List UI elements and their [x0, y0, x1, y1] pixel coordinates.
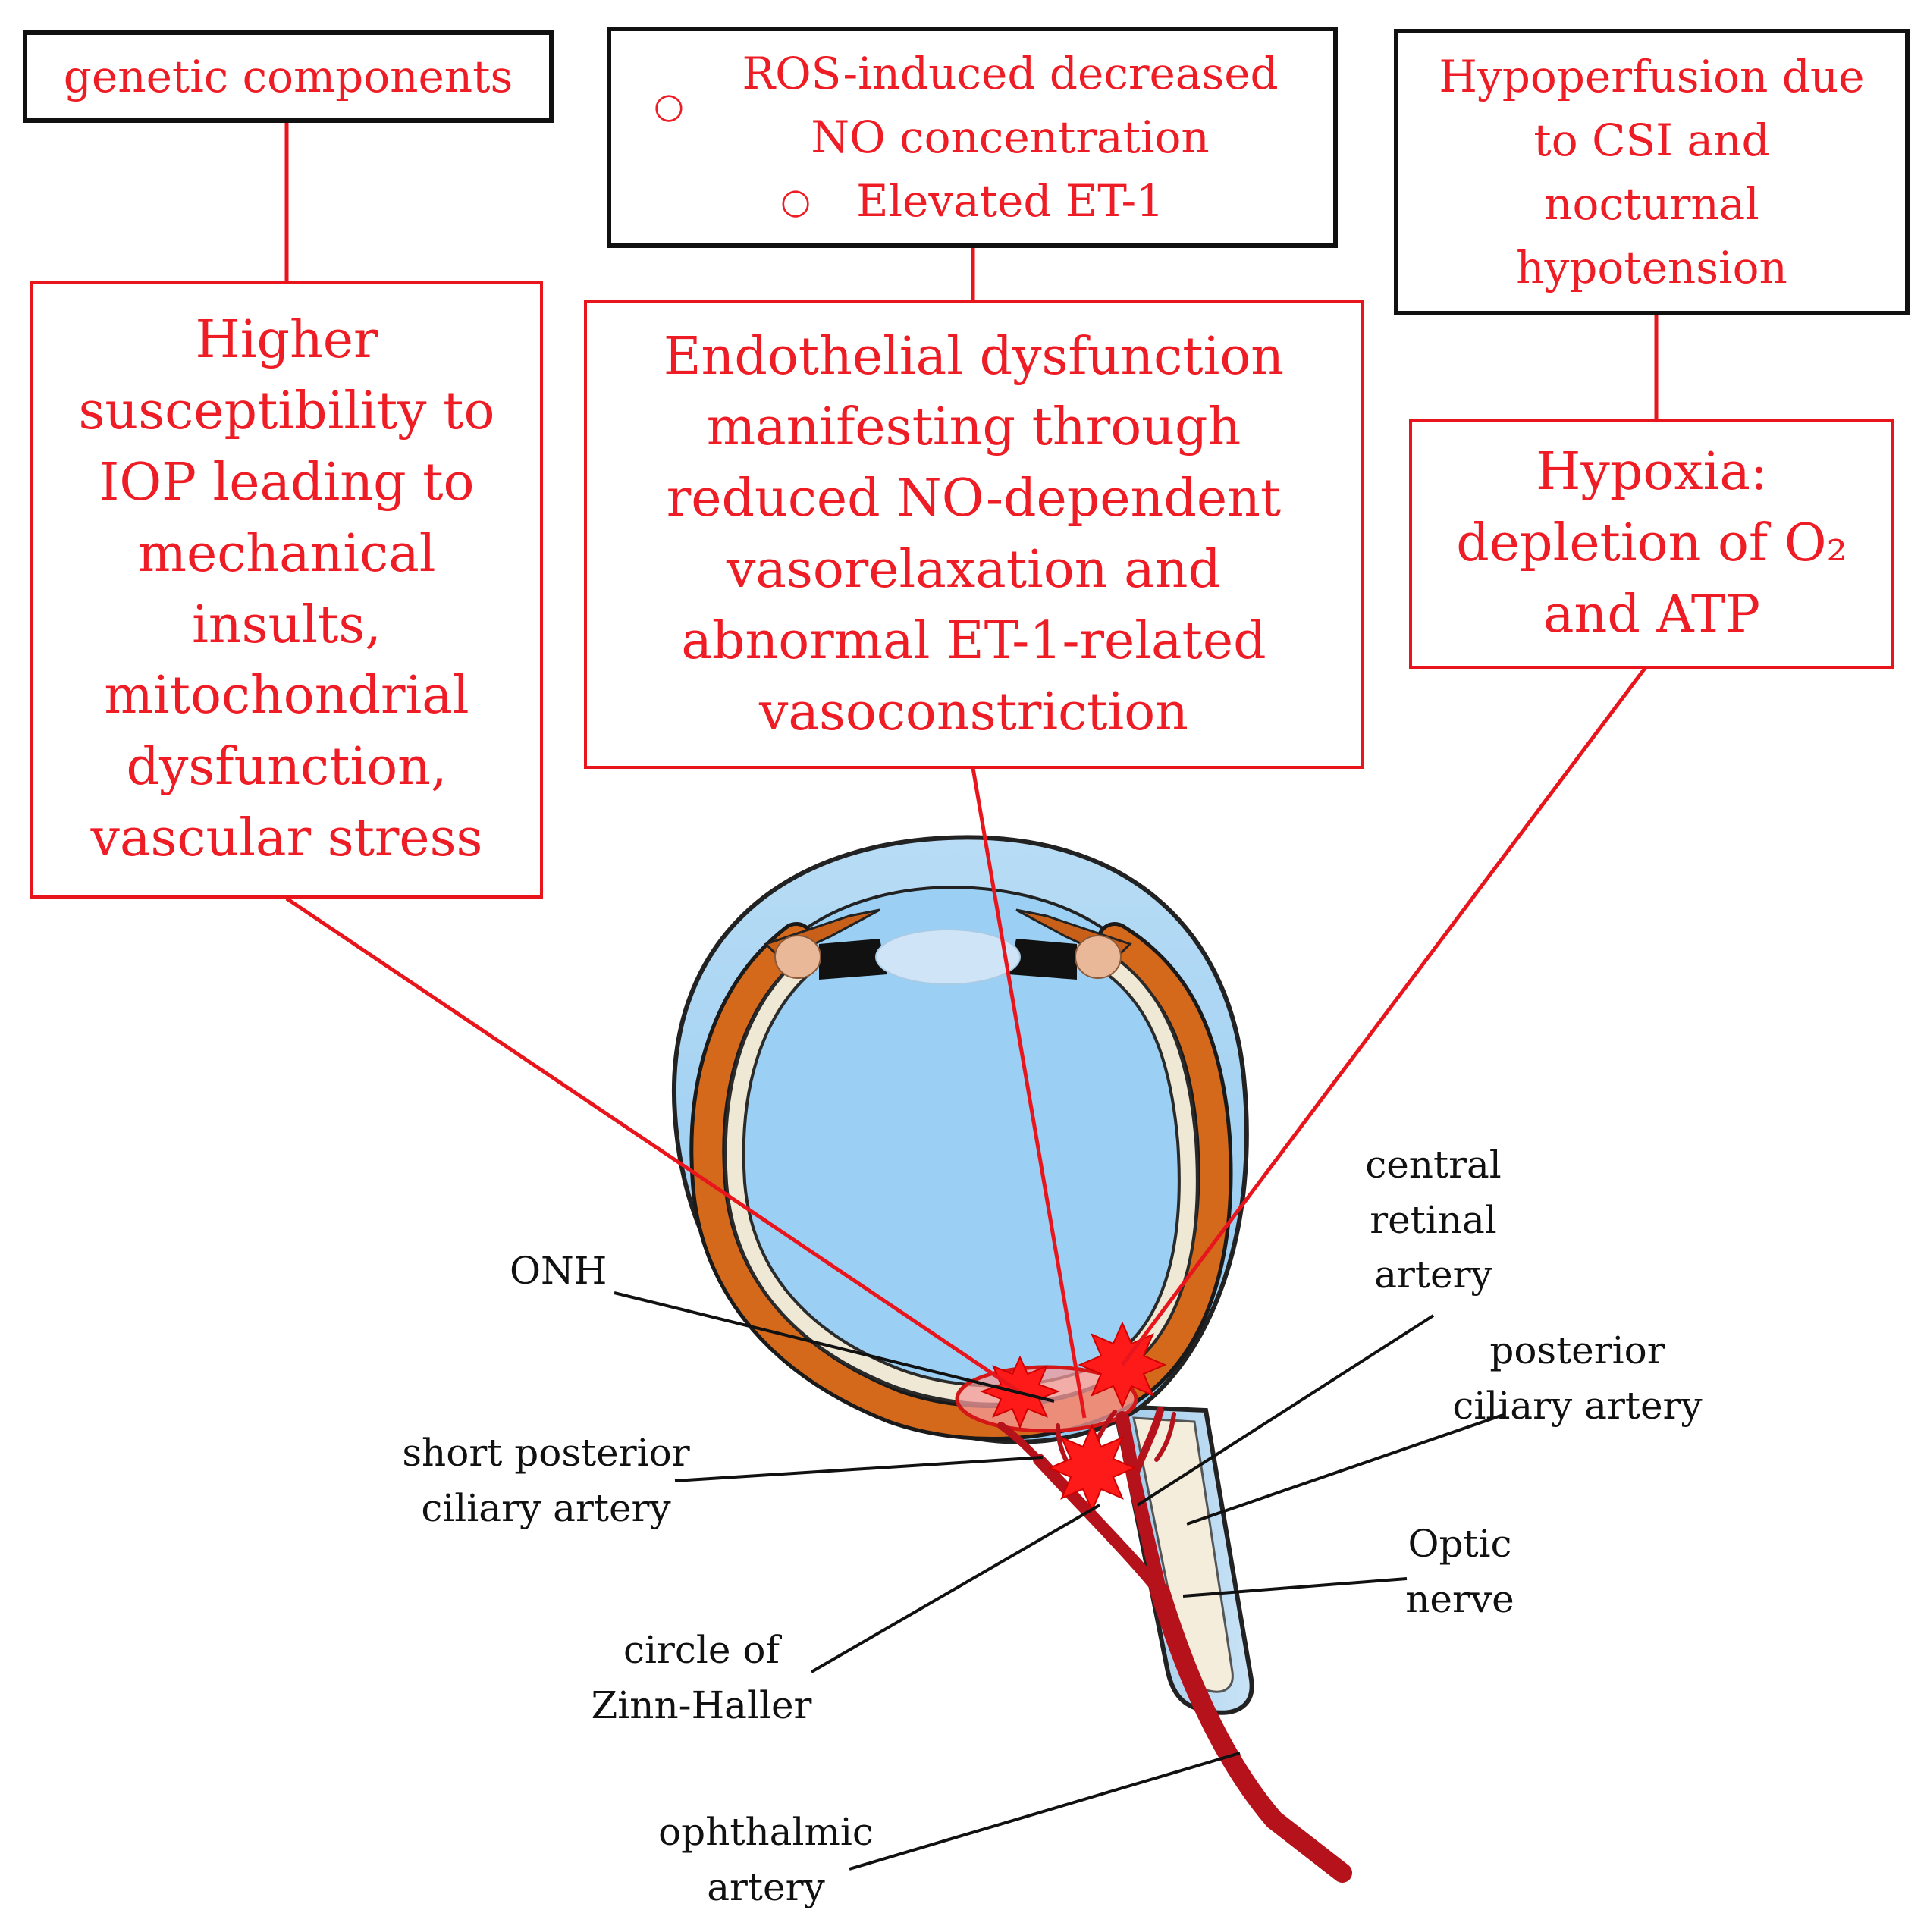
vascular-bullet-1: ○ ROS-induced decreased NO concentration: [654, 42, 1291, 169]
leader-short-posterior: [674, 1456, 1044, 1482]
effect-pointer-lines: [285, 666, 1647, 1419]
effect-endothelial-text: Endothelial dysfunction manifesting thro…: [663, 326, 1285, 742]
leader-onh: [614, 1291, 1055, 1403]
leader-zinn-haller: [810, 1504, 1101, 1673]
vascular-bullet-2: ○ Elevated ET-1: [780, 169, 1164, 233]
pointer-endothelial: [971, 767, 1087, 1419]
leader-optic-nerve: [1182, 1577, 1408, 1598]
leader-ophthalmic: [849, 1752, 1241, 1871]
leader-posterior-ciliary: [1186, 1413, 1506, 1526]
label-circle-of-zinn-haller: circle of Zinn-Haller: [591, 1628, 812, 1727]
cause-perfusion-text: Hypoperfusion due to CSI and nocturnal h…: [1439, 50, 1865, 294]
bullet-icon: ○: [780, 180, 811, 222]
effect-mechanical-text: Higher susceptibility to IOP leading to …: [78, 310, 495, 868]
label-ophthalmic-artery: ophthalmic artery: [658, 1810, 874, 1909]
effect-endothelial-box: Endothelial dysfunction manifesting thro…: [584, 300, 1364, 769]
leader-central-retinal: [1136, 1314, 1435, 1507]
posterior-ciliary-artery-vessel: [1033, 1454, 1166, 1598]
annotation-leaders: [614, 1291, 1506, 1871]
effect-hypoxia-box: Hypoxia: depletion of O₂ and ATP: [1409, 419, 1894, 669]
effect-hypoxia-text: Hypoxia: depletion of O₂ and ATP: [1456, 442, 1847, 645]
effect-mechanical-box: Higher susceptibility to IOP leading to …: [30, 281, 543, 899]
artery-graphics: [997, 1407, 1352, 1883]
eyeball-graphic: [671, 835, 1249, 1444]
optic-nerve-graphic: [1112, 1404, 1254, 1715]
pointer-hypoxia: [1121, 666, 1647, 1366]
label-posterior-ciliary-artery: posterior ciliary artery: [1452, 1328, 1703, 1428]
vascular-bullet-2-text: Elevated ET-1: [856, 175, 1164, 227]
cause-effect-connectors: [284, 120, 1659, 421]
cause-vascular-box: ○ ROS-induced decreased NO concentration…: [607, 27, 1338, 248]
cause-genetic-box: genetic components: [23, 30, 554, 123]
vascular-bullet-1-text: ROS-induced decreased NO concentration: [742, 47, 1279, 163]
label-onh: ONH: [510, 1249, 607, 1293]
cause-genetic-text: genetic components: [63, 50, 513, 102]
burst-zinn-haller: [1047, 1423, 1137, 1513]
label-short-posterior-ciliary-artery: short posterior ciliary artery: [402, 1431, 690, 1530]
ophthalmic-artery-vessel: [1150, 1582, 1352, 1883]
label-central-retinal-artery: central retinal artery: [1365, 1143, 1502, 1297]
pointer-mechanical: [285, 896, 1022, 1394]
label-optic-nerve: Optic nerve: [1405, 1522, 1514, 1621]
cause-perfusion-box: Hypoperfusion due to CSI and nocturnal h…: [1394, 29, 1910, 315]
bullet-icon: ○: [653, 84, 685, 126]
